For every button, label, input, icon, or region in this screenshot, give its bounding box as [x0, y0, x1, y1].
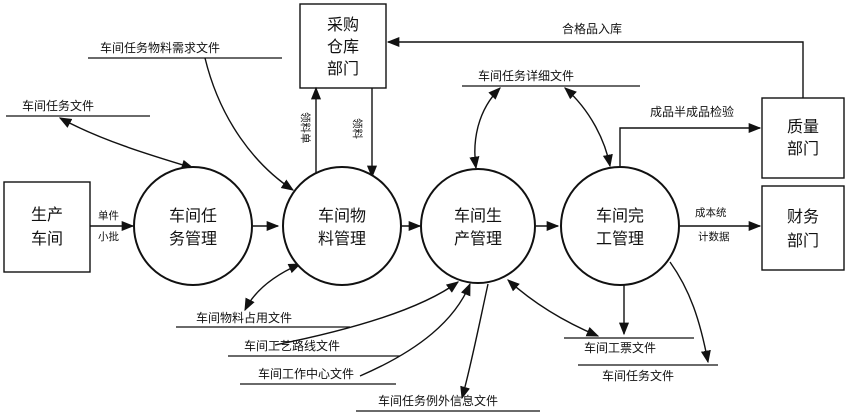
- flow-pick-list-label: 领料单: [299, 112, 312, 144]
- flow-detail-to-production: [469, 87, 501, 170]
- store-task-exception-label: 车间任务例外信息文件: [378, 393, 498, 408]
- flow-material-req-to-material: [204, 57, 295, 191]
- flow-completion-to-taskfile: [669, 261, 711, 364]
- flow-task-file-to-task: [58, 117, 195, 170]
- store-work-center-label: 车间工作中心文件: [258, 366, 354, 381]
- store-work-center: 车间工作中心文件: [240, 366, 396, 385]
- flow-center-to-production: [359, 282, 471, 377]
- store-task-detail: 车间任务详细文件: [462, 68, 640, 87]
- purchasing-warehouse-entity: 采购 仓库 部门: [299, 3, 387, 89]
- process-task-mgmt: 车间任 务管理: [133, 166, 253, 286]
- purchasing-label-1: 采购: [327, 15, 359, 34]
- flow-single-label: 单件: [98, 210, 119, 222]
- store-task-file-bottom: 车间任务文件: [578, 364, 718, 383]
- flow-cost-label-2: 计数据: [698, 230, 730, 243]
- purchasing-label-2: 仓库: [327, 37, 359, 56]
- process-material-label-1: 车间物: [318, 206, 366, 225]
- store-process-route: 车间工艺路线文件: [228, 338, 400, 357]
- flow-production-to-exception: [460, 283, 489, 400]
- workshop-label-2: 车间: [31, 229, 63, 248]
- process-production-label-1: 车间生: [454, 206, 502, 225]
- finance-entity: 财务 部门: [761, 185, 845, 271]
- store-task-file-top: 车间任务文件: [6, 98, 150, 117]
- process-material-label-2: 料管理: [318, 229, 366, 248]
- finance-label-1: 财务: [787, 207, 819, 226]
- process-completion-label-1: 车间完: [596, 206, 644, 225]
- flow-quality-to-warehouse: [386, 36, 804, 98]
- quality-label-2: 部门: [787, 139, 819, 158]
- process-task-label-2: 务管理: [169, 229, 217, 248]
- flow-cost-label-1: 成本统: [695, 206, 727, 219]
- workshop-label-1: 生产: [31, 205, 63, 224]
- flow-batch-label: 小批: [98, 230, 119, 243]
- flow-inspection-label: 成品半成品检验: [650, 104, 734, 119]
- store-task-exception: 车间任务例外信息文件: [356, 393, 540, 412]
- process-completion-mgmt: 车间完 工管理: [560, 166, 680, 286]
- workshop-entity: 生产 车间: [3, 181, 91, 273]
- flow-production-to-ticket: [507, 279, 600, 337]
- store-task-file-bottom-label: 车间任务文件: [602, 368, 674, 383]
- store-task-file-top-label: 车间任务文件: [22, 98, 94, 113]
- purchasing-label-3: 部门: [327, 59, 359, 78]
- quality-entity: 质量 部门: [761, 97, 845, 179]
- store-material-usage-label: 车间物料占用文件: [196, 310, 292, 325]
- flow-picking-label: 领料: [351, 118, 364, 139]
- process-task-label-1: 车间任: [169, 206, 217, 225]
- flow-route-to-production: [274, 281, 460, 346]
- store-work-ticket: 车间工票文件: [564, 337, 694, 355]
- store-process-route-label: 车间工艺路线文件: [244, 338, 340, 353]
- flow-completion-to-quality: [619, 122, 762, 168]
- process-material-mgmt: 车间物 料管理: [282, 166, 402, 286]
- finance-label-2: 部门: [787, 231, 819, 250]
- flow-usage-to-material: [244, 263, 302, 312]
- flow-detail-to-completion: [564, 87, 613, 168]
- quality-label-1: 质量: [787, 117, 819, 136]
- process-completion-label-2: 工管理: [596, 229, 644, 248]
- store-material-usage: 车间物料占用文件: [176, 310, 350, 328]
- flow-qualified-label: 合格品入库: [562, 21, 622, 36]
- store-task-detail-label: 车间任务详细文件: [478, 68, 574, 83]
- store-material-requirement: 车间任务物料需求文件: [88, 40, 282, 59]
- process-production-label-2: 产管理: [454, 229, 502, 248]
- store-material-requirement-label: 车间任务物料需求文件: [100, 40, 220, 55]
- store-work-ticket-label: 车间工票文件: [584, 340, 656, 355]
- process-production-mgmt: 车间生 产管理: [420, 168, 536, 284]
